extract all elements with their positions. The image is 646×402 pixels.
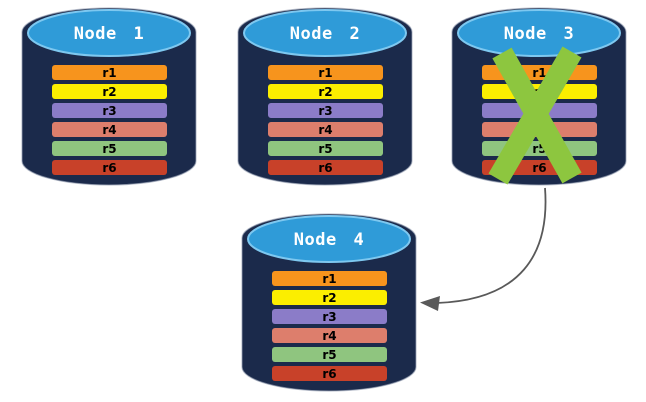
partition-bar-r2 — [272, 290, 387, 305]
partition-label-r6: r6 — [532, 161, 546, 175]
partition-label-r5: r5 — [318, 142, 332, 156]
partition-bar-r3 — [268, 103, 383, 118]
partition-bar-r2 — [52, 84, 167, 99]
node-1-label: Node 1 — [74, 24, 144, 44]
partition-bar-r3 — [52, 103, 167, 118]
node-3-cylinder-top — [457, 9, 621, 57]
partition-bar-r4 — [52, 122, 167, 137]
node-4-label: Node 4 — [294, 230, 364, 250]
partition-bar-r5 — [52, 141, 167, 156]
partition-label-r5: r5 — [102, 142, 116, 156]
partition-label-r4: r4 — [322, 329, 336, 343]
partition-label-r2: r2 — [318, 85, 332, 99]
partition-bar-r6 — [268, 160, 383, 175]
node-2-label: Node 2 — [290, 24, 360, 44]
node-1: Node 1 r1 r2 r3 r4 r5 r6 — [21, 7, 197, 186]
node-4: Node 4 r1 r2 r3 r4 r5 r6 — [241, 213, 417, 392]
node-4-cylinder-top — [247, 215, 411, 263]
partition-label-r4: r4 — [318, 123, 332, 137]
failover-arrow — [420, 187, 547, 311]
failover-arrow-curve — [436, 187, 547, 304]
partition-label-r6: r6 — [322, 367, 336, 381]
partition-label-r3: r3 — [102, 104, 116, 118]
partition-bar-r1 — [52, 65, 167, 80]
partition-bar-r1 — [268, 65, 383, 80]
partition-bar-r4 — [272, 328, 387, 343]
partition-bar-r6 — [52, 160, 167, 175]
node-2: Node 2 r1 r2 r3 r4 r5 r6 — [237, 7, 413, 186]
failure-x-stroke-2 — [488, 46, 582, 185]
partition-label-r3: r3 — [318, 104, 332, 118]
partition-label-r2: r2 — [322, 291, 336, 305]
partition-bar-r5 — [272, 347, 387, 362]
partition-label-r6: r6 — [102, 161, 116, 175]
node-2-cylinder-top — [243, 9, 407, 57]
partition-bar-r3 — [272, 309, 387, 324]
partition-label-r1: r1 — [102, 66, 116, 80]
partition-label-r2: r2 — [102, 85, 116, 99]
partition-bar-r2 — [268, 84, 383, 99]
node-3-label: Node 3 — [504, 24, 574, 44]
node-1-cylinder-top — [27, 9, 191, 57]
partition-label-r6: r6 — [318, 161, 332, 175]
partition-bar-r4 — [268, 122, 383, 137]
failure-x-icon — [488, 46, 582, 185]
partition-label-r1: r1 — [532, 66, 546, 80]
partition-label-r1: r1 — [322, 272, 336, 286]
partition-bar-r6 — [272, 366, 387, 381]
node-3: Node 3 r1 r2 r3 r4 r5 r6 — [451, 7, 627, 186]
failover-arrowhead-icon — [420, 296, 440, 311]
partition-bar-r5 — [268, 141, 383, 156]
partition-label-r4: r4 — [102, 123, 116, 137]
partition-label-r1: r1 — [318, 66, 332, 80]
partition-bar-r1 — [272, 271, 387, 286]
partition-label-r3: r3 — [322, 310, 336, 324]
partition-label-r5: r5 — [322, 348, 336, 362]
